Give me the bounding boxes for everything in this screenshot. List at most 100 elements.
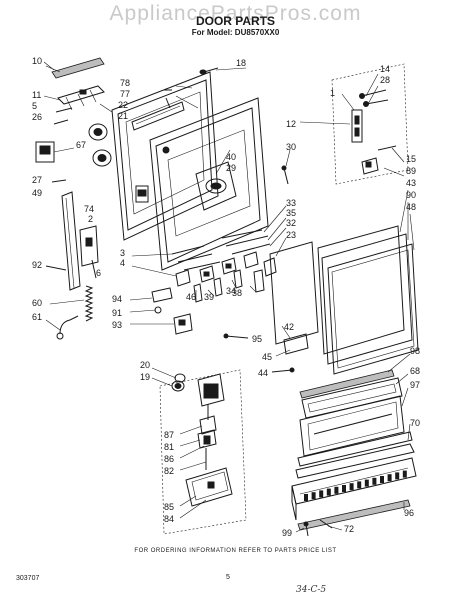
part-93-clip bbox=[173, 313, 193, 335]
watermark: AppliancePartsPros.com bbox=[109, 2, 362, 25]
callout-18: 18 bbox=[236, 58, 246, 68]
callout-95: 95 bbox=[252, 334, 262, 344]
part-23-panel bbox=[269, 241, 319, 345]
hinge-bracket-box bbox=[331, 63, 409, 185]
outer-panel-48 bbox=[327, 243, 419, 375]
part-70-trim bbox=[295, 431, 415, 479]
callout-82: 82 bbox=[164, 466, 174, 476]
callout-35: 35 bbox=[286, 208, 296, 218]
leader-lines bbox=[43, 61, 415, 533]
callout-26: 26 bbox=[32, 112, 42, 122]
callout-11: 11 bbox=[32, 90, 41, 100]
callout-32: 32 bbox=[286, 218, 296, 228]
outer-panel-43 bbox=[317, 225, 405, 355]
footer-note: FOR ORDERING INFORMATION REFER TO PARTS … bbox=[134, 548, 337, 554]
part-49-side-channel bbox=[61, 191, 81, 291]
callout-42: 42 bbox=[284, 322, 294, 332]
callout-77: 77 bbox=[120, 89, 130, 99]
callout-70: 70 bbox=[410, 418, 420, 428]
callout-23: 23 bbox=[286, 230, 296, 240]
callout-93: 93 bbox=[112, 320, 122, 330]
callout-14: 14 bbox=[380, 64, 390, 74]
fastener-cluster bbox=[171, 229, 277, 303]
part-67-bracket bbox=[35, 141, 55, 163]
dispenser-assembly bbox=[195, 161, 237, 211]
part-74-plate bbox=[79, 225, 99, 267]
callout-48: 48 bbox=[406, 202, 416, 212]
part-60-spring bbox=[84, 285, 94, 322]
callout-33: 33 bbox=[286, 198, 296, 208]
callout-78: 78 bbox=[120, 78, 130, 88]
grille-slot bbox=[311, 492, 316, 500]
callout-96: 96 bbox=[404, 508, 414, 518]
document-code: 303707 bbox=[16, 575, 40, 582]
callout-4: 4 bbox=[120, 258, 125, 268]
callout-12: 12 bbox=[286, 119, 296, 129]
callout-84: 84 bbox=[164, 514, 174, 524]
part-10-rail bbox=[51, 57, 105, 79]
callout-29: 29 bbox=[226, 163, 236, 173]
callout-27: 27 bbox=[32, 175, 42, 185]
callout-22: 22 bbox=[118, 100, 128, 110]
pulley-22 bbox=[88, 123, 108, 141]
diagram-title: DOOR PARTS bbox=[195, 14, 276, 28]
callout-81: 81 bbox=[164, 442, 174, 452]
callout-97: 97 bbox=[410, 380, 420, 390]
grille-slot bbox=[349, 483, 354, 491]
callout-85: 85 bbox=[164, 502, 174, 512]
callout-91: 91 bbox=[112, 308, 122, 318]
callout-10: 10 bbox=[32, 56, 42, 66]
part-96-strip bbox=[297, 499, 411, 531]
outer-door-frame bbox=[149, 97, 269, 271]
grille-slot bbox=[364, 479, 369, 487]
callout-38: 38 bbox=[232, 288, 242, 298]
grille-slot bbox=[334, 486, 339, 494]
callout-99: 99 bbox=[282, 528, 292, 538]
callout-labels: 1011526672749742926606178772221181428112… bbox=[32, 56, 420, 538]
grille-slot bbox=[357, 481, 362, 489]
callout-92: 92 bbox=[32, 260, 42, 270]
latch-assembly-box bbox=[159, 369, 247, 535]
latch-assembly bbox=[171, 373, 233, 507]
callout-67: 67 bbox=[76, 140, 86, 150]
callout-3: 3 bbox=[120, 248, 125, 258]
callout-44: 44 bbox=[258, 368, 268, 378]
callout-2: 2 bbox=[88, 214, 93, 224]
callout-94: 94 bbox=[112, 294, 122, 304]
callout-72: 72 bbox=[344, 524, 354, 534]
callout-49: 49 bbox=[32, 188, 42, 198]
callout-68: 68 bbox=[410, 366, 420, 376]
callout-74: 74 bbox=[84, 204, 94, 214]
callout-15: 15 bbox=[406, 154, 416, 164]
callout-46: 46 bbox=[186, 292, 196, 302]
grille-slots bbox=[304, 470, 407, 501]
hinge-assembly bbox=[351, 89, 389, 175]
callout-6: 6 bbox=[96, 268, 101, 278]
handwritten-note: 34-C-5 bbox=[296, 585, 327, 595]
callout-21: 21 bbox=[118, 111, 128, 121]
grille-slot bbox=[304, 494, 308, 501]
diagram-subtitle: For Model: DU8570XX0 bbox=[191, 28, 280, 37]
grille-slot bbox=[342, 485, 346, 492]
grille-slot bbox=[402, 470, 407, 478]
callout-90: 90 bbox=[406, 190, 416, 200]
callout-43: 43 bbox=[406, 178, 416, 188]
page-number: 5 bbox=[226, 574, 230, 581]
part-68-frame bbox=[301, 377, 403, 419]
callout-98: 98 bbox=[410, 346, 420, 356]
callout-86: 86 bbox=[164, 454, 174, 464]
callout-19: 19 bbox=[140, 372, 150, 382]
callout-30: 30 bbox=[286, 142, 296, 152]
callout-60: 60 bbox=[32, 298, 42, 308]
callout-87: 87 bbox=[164, 430, 174, 440]
callout-1: 1 bbox=[330, 88, 335, 98]
part-11-latch-bracket bbox=[57, 85, 105, 111]
callout-45: 45 bbox=[262, 352, 272, 362]
outer-panel-90 bbox=[321, 233, 413, 365]
callout-39: 39 bbox=[204, 292, 214, 302]
callout-20: 20 bbox=[140, 360, 150, 370]
grille-slot bbox=[395, 472, 400, 480]
grille-slot bbox=[387, 474, 392, 482]
part-98-strip bbox=[299, 369, 395, 399]
